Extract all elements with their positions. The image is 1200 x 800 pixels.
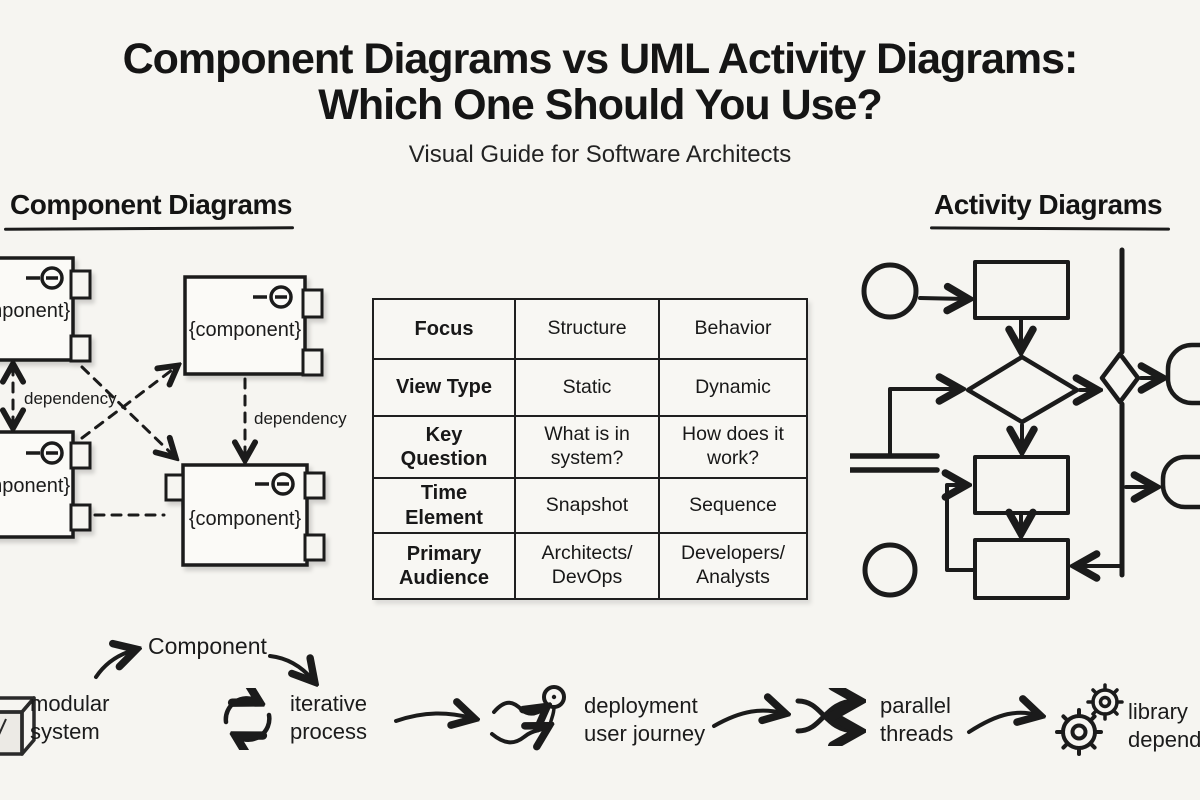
parallel-arrows-icon [795,688,873,746]
activity-cell: Developers/ Analysts [658,532,808,600]
flow-arrow [712,711,783,728]
dependency-connectors [13,365,245,517]
action-box-2 [973,455,1070,515]
port-tab [69,334,92,363]
callout-arrow-up [94,650,134,679]
page-title-line1: Component Diagrams vs UML Activity Diagr… [122,35,1079,83]
component-box-label: {component} [189,319,302,341]
activity-cell: Dynamic [658,358,808,417]
port-tab [69,269,92,300]
activity-cell: How does it work? [658,415,808,479]
dependency-arrow-diagonal-down [80,365,174,456]
component-diagrams-heading: Component Diagrams [10,189,292,220]
comparison-table: Focus Structure Behavior View Type Stati… [372,298,808,600]
cube-icon [0,696,36,756]
provided-interface-icon [26,441,64,465]
activity-cell: Behavior [658,298,808,360]
provided-interface-icon [255,472,295,496]
component-callout-label: Component [148,633,267,659]
component-box-bottom-right: {component} [164,463,326,567]
activity-diagrams-heading: Activity Diagrams [934,189,1163,220]
port-tab [69,503,92,532]
provided-interface-icon [26,266,64,290]
callout-arrow-down [268,654,313,680]
port-tab [303,533,326,562]
row-label: Primary Audience [372,532,516,600]
port-tab [303,471,326,500]
port-tab [164,473,185,502]
activity-diagram-canvas [850,247,1200,600]
row-label: Focus [372,298,516,360]
row-label: View Type [372,358,516,417]
port-tab [301,288,324,319]
flow-item-label: parallel threads [880,693,954,747]
flow-item-label: library dependency [1128,699,1200,753]
table-row: View Type Static Dynamic [372,358,808,417]
page-title: Component Diagrams vs UML Activity Diagr… [0,36,1200,128]
flow-arrow [394,713,472,721]
port-tab [301,348,324,377]
table-row: Time Element Snapshot Sequence [372,477,808,534]
component-box-top-right: {component} [183,275,324,377]
component-box-top-left: {component} [0,256,92,363]
rounded-activity [1165,342,1200,406]
merge-diamond [1099,351,1141,405]
flow-arrow [967,713,1038,734]
journey-path-icon [490,685,566,754]
component-cell: Architects/ DevOps [514,532,660,600]
page-title-line2: Which One Should You Use? [318,81,882,129]
component-box-bottom-left: {component} [0,430,92,539]
component-box-label: {component} [0,300,70,322]
flow-arrow [918,298,966,299]
action-box-1 [973,260,1070,320]
flow-item-label: iterative process [290,691,368,745]
component-diagram-canvas: dependency dependency {component} {compo… [0,256,347,567]
component-cell: What is in system? [514,415,660,479]
end-node [862,542,918,598]
flow-item-label: modular system [30,691,110,745]
row-label: Key Question [372,415,516,479]
loop-arrow [947,485,977,572]
port-tab [69,441,92,470]
table-row: Primary Audience Architects/ DevOps Deve… [372,532,808,600]
bottom-flow-canvas [94,620,1200,734]
provided-interface-icon [253,285,293,309]
dependency-label-left: dependency [24,389,117,408]
start-node [861,262,919,320]
component-cell: Static [514,358,660,417]
page-subtitle: Visual Guide for Software Architects [408,141,792,168]
dependency-label-right: dependency [254,409,347,428]
dependency-arrow-diagonal-up [80,367,176,440]
component-box-label: {component} [0,475,70,497]
row-label: Time Element [372,477,516,534]
decision-diamond [965,354,1080,425]
join-connector [888,389,958,457]
cycle-icon [223,688,272,750]
rounded-activity [1160,454,1200,510]
action-box-3 [973,538,1070,600]
gears-icon [1055,683,1124,756]
component-box-label: {component} [189,508,302,530]
activity-cell: Sequence [658,477,808,534]
table-row: Key Question What is in system? How does… [372,415,808,479]
component-cell: Snapshot [514,477,660,534]
table-row: Focus Structure Behavior [372,298,808,360]
flow-item-label: deployment user journey [584,693,706,747]
component-cell: Structure [514,298,660,360]
